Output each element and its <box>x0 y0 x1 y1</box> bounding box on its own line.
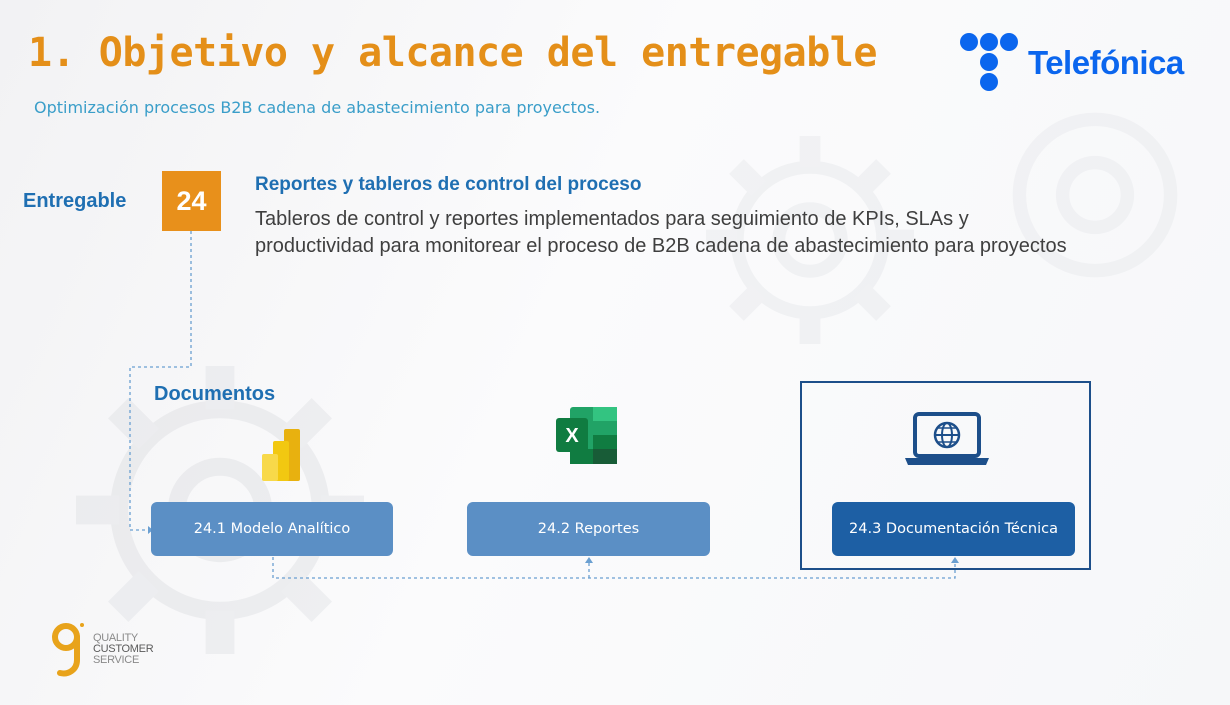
document-documentacion-tecnica-button[interactable]: 24.3 Documentación Técnica <box>832 502 1075 556</box>
deliverable-label: Entregable <box>23 190 127 212</box>
quality-customer-service-logo-icon <box>52 623 84 677</box>
deliverable-description: Tableros de control y reportes implement… <box>255 208 1067 257</box>
documents-label: Documentos <box>154 383 276 405</box>
telefonica-logo-icon <box>960 33 1018 91</box>
gear-decoration-icon <box>706 136 914 344</box>
page-subtitle: Optimización procesos B2B cadena de abas… <box>34 98 601 117</box>
footer-logo-line: SERVICE <box>93 654 139 666</box>
gear-decoration-icon <box>1012 112 1178 278</box>
excel-icon: X <box>556 407 617 464</box>
deliverable-heading: Reportes y tableros de control del proce… <box>255 174 642 195</box>
deliverable-number-badge: 24 <box>162 171 221 231</box>
footer-logo-line: CUSTOMER <box>93 643 154 655</box>
svg-text:X: X <box>565 425 579 447</box>
laptop-globe-icon <box>905 412 989 465</box>
footer-logo-text: QUALITY CUSTOMER SERVICE <box>93 632 154 666</box>
brand-name: Telefónica <box>1028 44 1184 81</box>
power-bi-icon <box>262 429 300 481</box>
document-reportes-button[interactable]: 24.2 Reportes <box>467 502 710 556</box>
selected-document-frame <box>800 381 1091 570</box>
document-modelo-analitico-button[interactable]: 24.1 Modelo Analítico <box>151 502 393 556</box>
page-title: 1. Objetivo y alcance del entregable <box>28 30 877 76</box>
footer-logo-line: QUALITY <box>93 632 138 644</box>
